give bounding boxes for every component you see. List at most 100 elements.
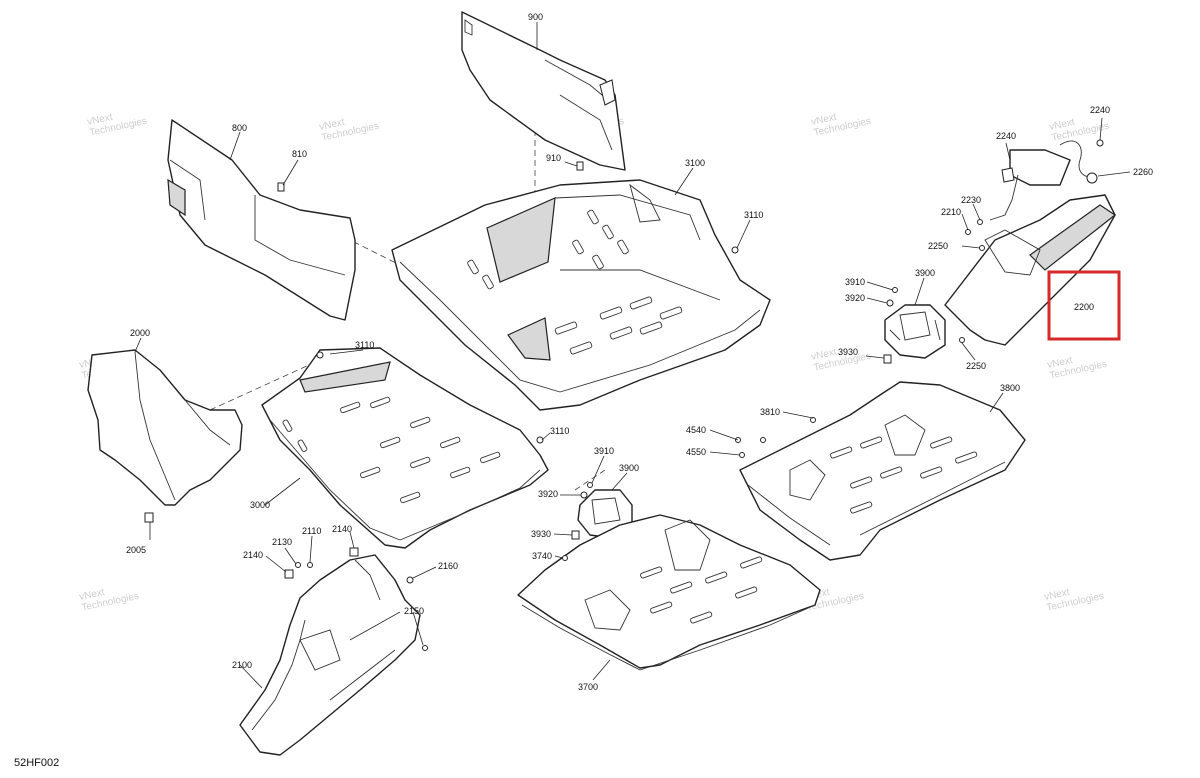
- clip-2140-icon: [349, 547, 359, 557]
- callout-3000: 3000: [250, 500, 270, 510]
- callout-3920: 3920: [538, 489, 558, 499]
- callout-3110: 3110: [355, 340, 374, 350]
- callout-900: 900: [528, 12, 543, 22]
- callout-3800: 3800: [1000, 383, 1020, 393]
- screw-2130-icon: [295, 562, 301, 568]
- callout-2100: 2100: [232, 660, 252, 670]
- screw-4550-icon: [739, 452, 745, 458]
- callout-2140: 2140: [332, 524, 352, 534]
- svg-text:vNext: vNext: [1046, 355, 1074, 371]
- part-2200-side-rail[interactable]: [944, 140, 1117, 346]
- screw-2150-icon: [422, 645, 428, 651]
- svg-text:vNext: vNext: [78, 587, 106, 603]
- svg-text:vNext: vNext: [810, 112, 838, 128]
- highlight-2200: [1047, 270, 1121, 341]
- callout-3110: 3110: [744, 210, 763, 220]
- screw-2210-icon: [965, 229, 971, 235]
- fastener-2005-icon: [144, 512, 154, 523]
- part-2100-lower-rail[interactable]: [239, 554, 421, 756]
- part-3000-front-floor[interactable]: [261, 347, 549, 549]
- callout-4540: 4540: [686, 425, 706, 435]
- part-3800-right-floor[interactable]: [739, 381, 1026, 561]
- nut-3930-icon: [883, 354, 892, 364]
- screw-3110-icon: [316, 351, 324, 359]
- callout-2230: 2230: [961, 195, 981, 205]
- screw-2250-icon: [979, 245, 985, 251]
- screw-2230-icon: [977, 219, 983, 225]
- callout-2260: 2260: [1133, 167, 1153, 177]
- callout-3910: 3910: [594, 446, 614, 456]
- callout-3930: 3930: [531, 529, 551, 539]
- svg-text:vNext: vNext: [1043, 587, 1071, 603]
- callout-910: 910: [546, 153, 561, 163]
- callout-2160: 2160: [438, 561, 458, 571]
- screw-2250-icon: [959, 337, 965, 343]
- callout-2000: 2000: [130, 328, 150, 338]
- svg-text:vNext: vNext: [1048, 117, 1076, 133]
- callout-810: 810: [292, 149, 307, 159]
- screw-3110-icon: [731, 246, 739, 254]
- leader-lines: [134, 22, 1131, 689]
- callout-3900: 3900: [915, 268, 935, 278]
- center-floor-slots: [640, 556, 763, 624]
- part-3100-upper-floor[interactable]: [391, 179, 771, 411]
- part-800-side-panel[interactable]: [167, 119, 356, 321]
- callout-2130: 2130: [272, 537, 292, 547]
- callouts: 900 910 800 810 3100 3110 3110 3110 2240…: [126, 12, 1153, 692]
- right-floor-slots: [830, 436, 978, 514]
- callout-3740: 3740: [532, 551, 552, 561]
- part-3700-center-floor[interactable]: [517, 514, 821, 671]
- svg-text:vNext: vNext: [318, 117, 346, 133]
- callout-2240: 2240: [1090, 105, 1110, 115]
- screw-3810-icon: [810, 417, 816, 423]
- callout-2250: 2250: [928, 241, 948, 251]
- washer-3920-icon: [886, 299, 894, 307]
- screw-3110-icon: [536, 436, 544, 444]
- callout-3810: 3810: [760, 407, 780, 417]
- front-floor-slots: [282, 396, 501, 504]
- svg-text:vNext: vNext: [810, 347, 838, 363]
- clip-910-icon: [576, 161, 584, 171]
- clip-2140-icon: [284, 569, 294, 579]
- fasteners: [277, 139, 1104, 651]
- callout-3110: 3110: [550, 426, 569, 436]
- screw-3810-icon: [760, 437, 766, 443]
- clip-810-icon: [277, 182, 285, 192]
- callout-2110: 2110: [302, 526, 321, 536]
- screw-3740-icon: [562, 555, 568, 561]
- screw-2160-icon: [406, 576, 414, 584]
- washer-3920-icon: [580, 491, 588, 499]
- callout-3700: 3700: [578, 682, 598, 692]
- callout-4550: 4550: [686, 447, 706, 457]
- callout-2200: 2200: [1074, 302, 1094, 312]
- callout-800: 800: [232, 123, 247, 133]
- diagram-code: 52HF002: [14, 757, 59, 769]
- callout-3900: 3900: [619, 463, 639, 473]
- screw-3910-icon: [587, 482, 593, 488]
- callout-3910: 3910: [845, 277, 865, 287]
- callout-3100: 3100: [685, 158, 705, 168]
- callout-2005: 2005: [126, 545, 146, 555]
- connector-2240-icon: [1096, 139, 1104, 147]
- part-2000-fender[interactable]: [87, 349, 243, 523]
- part-3900-seat-mount-upper[interactable]: [884, 304, 946, 359]
- screw-2110-icon: [307, 562, 313, 568]
- callout-2240: 2240: [996, 131, 1016, 141]
- callout-2210: 2210: [941, 207, 961, 217]
- callout-3920: 3920: [845, 293, 865, 303]
- callout-3930: 3930: [838, 347, 858, 357]
- svg-text:vNext: vNext: [86, 112, 114, 128]
- callout-2150: 2150: [404, 606, 424, 616]
- nut-3930-icon: [571, 530, 580, 540]
- screw-3910-icon: [892, 287, 898, 293]
- floor-slots: [467, 209, 683, 355]
- callout-2140: 2140: [243, 550, 263, 560]
- part-900-rear-panel[interactable]: [461, 11, 626, 171]
